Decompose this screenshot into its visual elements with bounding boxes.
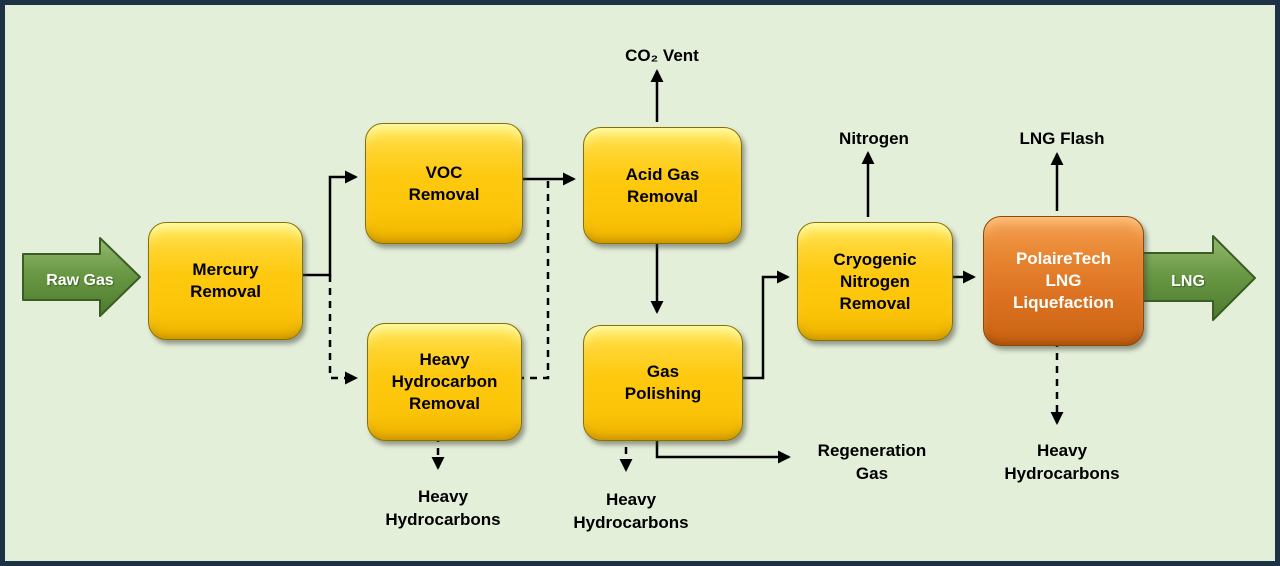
stream-label-co2-vent: CO₂ Vent (625, 46, 699, 65)
connector-mercury-to-voc (296, 170, 358, 277)
stream-label-heavy-hydrocarbons-2: Heavy Hydrocarbons (573, 490, 689, 532)
process-box-gas-polishing: Gas Polishing (583, 325, 743, 441)
stream-label-nitrogen: Nitrogen (839, 129, 909, 148)
raw-gas-arrow-label: Raw Gas (46, 272, 114, 289)
process-box-mercury-removal: Mercury Removal (148, 222, 303, 340)
stream-label-heavy-hydrocarbons-1: Heavy Hydrocarbons (385, 487, 501, 529)
process-box-label: Acid Gas Removal (625, 164, 700, 206)
process-box-label: VOC Removal (408, 162, 480, 204)
connector-mercury-to-heavy-hydrocarbon-removal-dashed (328, 275, 358, 385)
lng-arrow-label: LNG (1171, 273, 1205, 290)
process-box-polairetech-lng-liquefaction: PolaireTech LNG Liquefaction (983, 216, 1144, 346)
process-box-label: Gas Polishing (624, 362, 702, 403)
stream-label-lng-flash: LNG Flash (1019, 129, 1105, 148)
process-box-voc-removal: VOC Removal (365, 123, 523, 244)
process-box-label: PolaireTech LNG Liquefaction (1012, 249, 1115, 312)
process-box-cryogenic-nitrogen-removal: Cryogenic Nitrogen Removal (797, 222, 953, 341)
process-box-label: Mercury Removal (190, 260, 261, 301)
connector-gas-polishing-to-cryogenic (737, 270, 790, 380)
stream-label-regeneration-gas: Regeneration Gas (817, 441, 927, 483)
process-box-label: Heavy Hydrocarbon Removal (391, 350, 498, 413)
process-box-heavy-hydrocarbon-removal: Heavy Hydrocarbon Removal (367, 323, 522, 441)
process-box-acid-gas-removal: Acid Gas Removal (583, 127, 742, 244)
process-box-label: Cryogenic Nitrogen Removal (833, 249, 917, 313)
stream-label-heavy-hydrocarbons-3: Heavy Hydrocarbons (1004, 441, 1120, 483)
